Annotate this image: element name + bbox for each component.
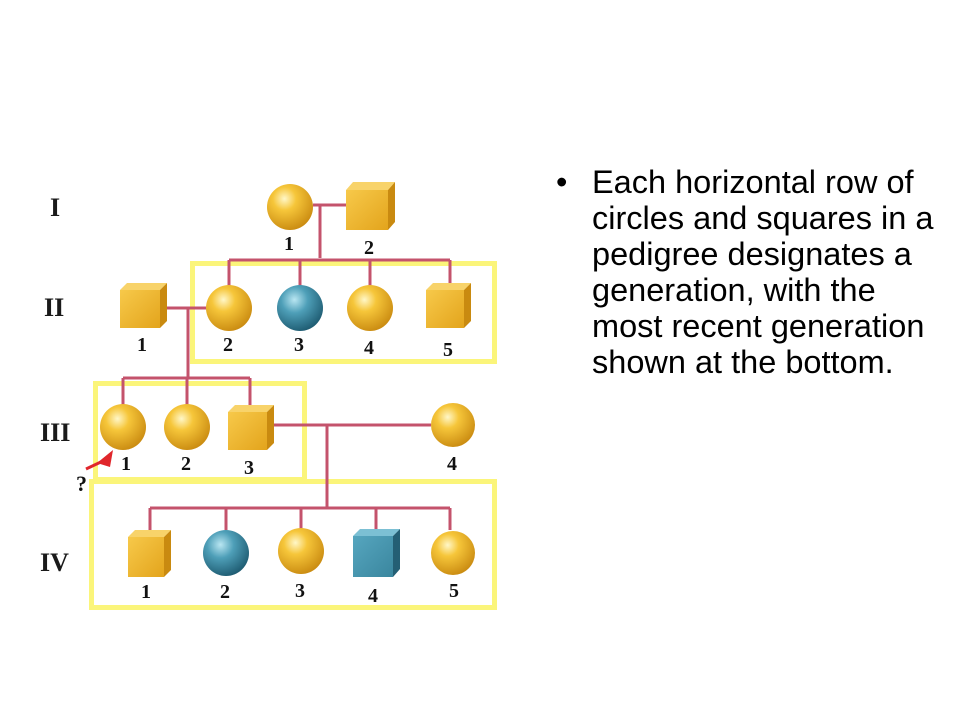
bullet-point: • Each horizontal row of circles and squ…	[556, 164, 948, 380]
female-II-2	[206, 285, 252, 331]
number-II-1: 1	[137, 334, 147, 356]
number-II-2: 2	[223, 334, 233, 356]
generation-label-I: I	[50, 193, 60, 222]
number-IV-1: 1	[141, 581, 151, 603]
number-I-1: 1	[284, 233, 294, 255]
generation-label-IV: IV	[40, 548, 69, 577]
female-II-3-affected	[277, 285, 323, 331]
number-IV-5: 5	[449, 580, 459, 602]
pedigree-lines	[121, 203, 452, 530]
number-I-2: 2	[364, 237, 374, 259]
number-III-4: 4	[447, 453, 457, 475]
male-III-3	[228, 405, 274, 450]
number-III-2: 2	[181, 453, 191, 475]
male-II-5	[426, 283, 471, 328]
number-II-3: 3	[294, 334, 304, 356]
generation-label-III: III	[40, 418, 70, 447]
proband-arrow	[85, 450, 113, 471]
number-IV-2: 2	[220, 581, 230, 603]
bullet-text: Each horizontal row of circles and squar…	[592, 164, 934, 380]
question-mark: ?	[76, 471, 87, 496]
female-I-1	[267, 184, 313, 230]
bullet-symbol: •	[556, 164, 568, 200]
male-IV-4-affected	[353, 529, 400, 577]
generation-label-II: II	[44, 293, 64, 322]
male-I-2	[346, 182, 395, 230]
male-IV-1	[128, 530, 171, 577]
female-IV-2-affected	[203, 530, 249, 576]
number-IV-4: 4	[368, 585, 378, 607]
number-III-1: 1	[121, 453, 131, 475]
number-II-4: 4	[364, 337, 374, 359]
highlight-box-generation-IV	[89, 479, 497, 610]
female-III-4	[431, 403, 475, 447]
number-III-3: 3	[244, 457, 254, 479]
female-III-1	[100, 404, 146, 450]
female-III-2	[164, 404, 210, 450]
female-IV-3	[278, 528, 324, 574]
number-IV-3: 3	[295, 580, 305, 602]
female-IV-5	[431, 531, 475, 575]
male-II-1	[120, 283, 167, 328]
number-II-5: 5	[443, 339, 453, 361]
highlight-box-generation-II	[190, 261, 497, 364]
female-II-4	[347, 285, 393, 331]
